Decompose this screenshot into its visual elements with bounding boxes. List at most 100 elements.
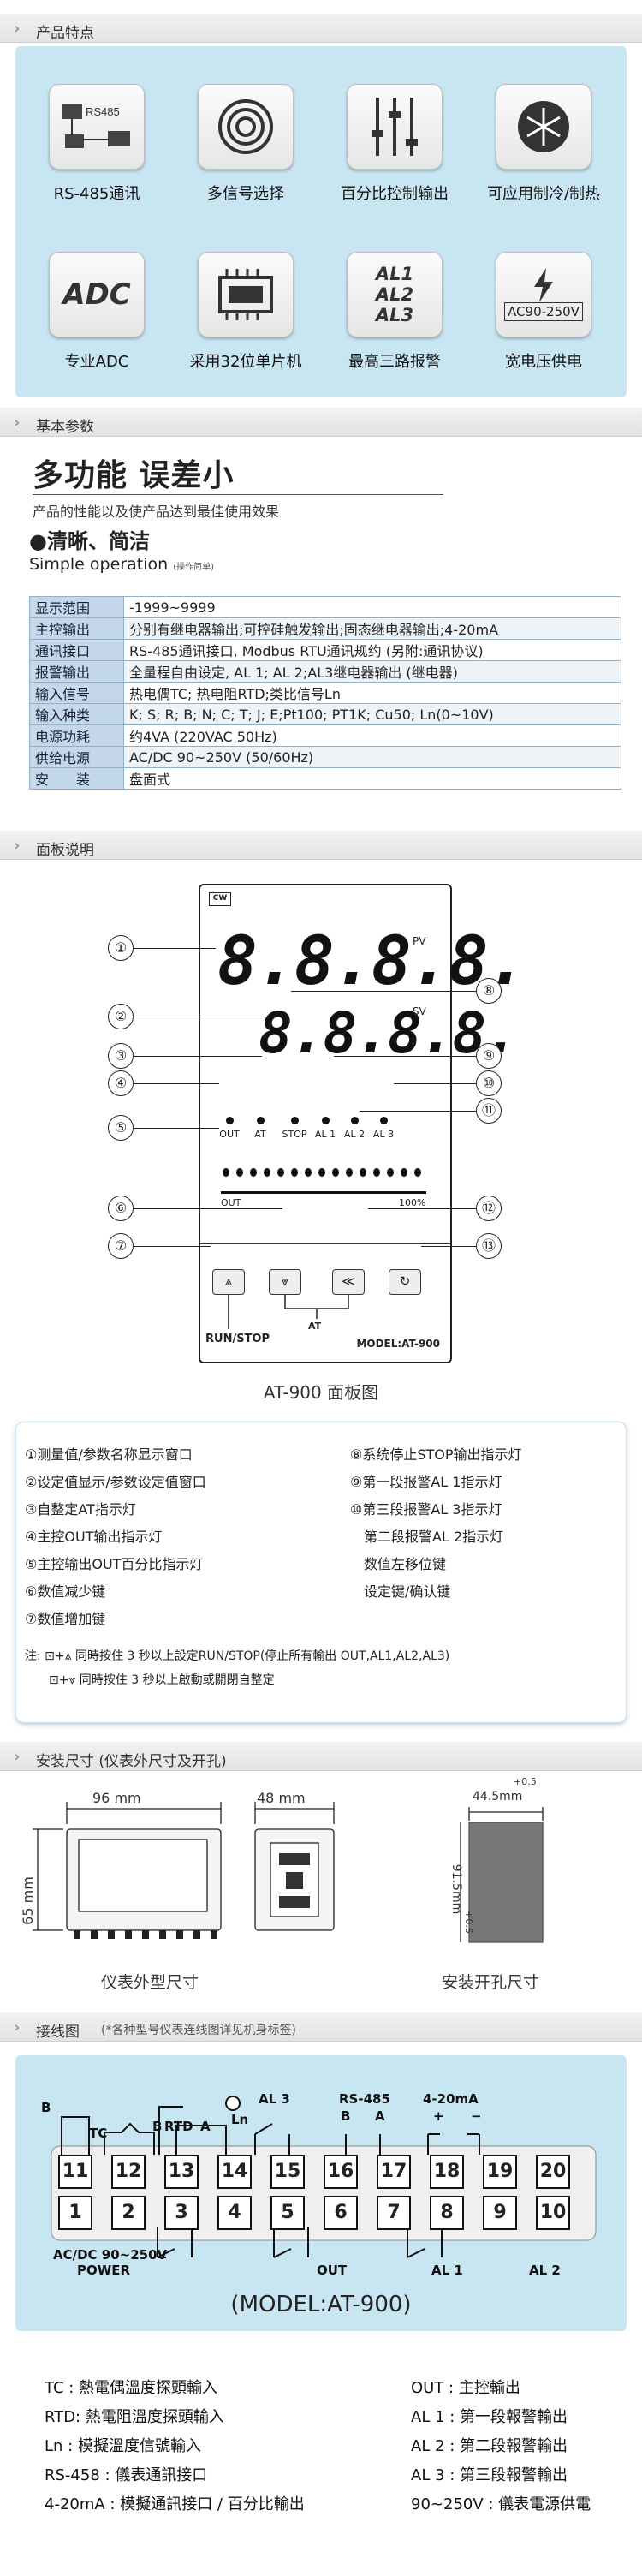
table-row: 安 装盘面式 bbox=[29, 767, 621, 790]
feature-alarms: AL1 AL2 AL3 最高三路报警 bbox=[322, 252, 467, 372]
feature-cool-heat: 可应用制冷/制热 bbox=[471, 84, 616, 204]
terminal-2: 2 bbox=[111, 2196, 146, 2230]
wiring-legend-item: 4-20mA : 模擬通訊接口 / 百分比輸出 bbox=[45, 2496, 305, 2513]
callout-3: ③ bbox=[108, 1043, 134, 1069]
divider bbox=[200, 1243, 450, 1244]
wiring-legend-item: AL 1 : 第一段報警輸出 bbox=[411, 2408, 568, 2426]
label-ln: Ln bbox=[231, 2112, 249, 2127]
terminal-15: 15 bbox=[270, 2155, 305, 2189]
cut-width: 44.5mm bbox=[473, 1790, 523, 1804]
terminal-7: 7 bbox=[377, 2196, 411, 2230]
increase-button[interactable]: ⩓ bbox=[212, 1269, 245, 1295]
section-header-wiring: › 接线图 (*各种型号仪表连线图详见机身标签) bbox=[0, 2012, 642, 2042]
callout-line bbox=[134, 1246, 211, 1247]
terminal-9: 9 bbox=[483, 2196, 517, 2230]
sliders-icon bbox=[347, 84, 443, 170]
legend-note: ⊡+⩔ 同時按住 3 秒以上啟動或關閉自整定 bbox=[25, 1673, 275, 1687]
lightning-icon: AC90-250V bbox=[496, 252, 591, 337]
terminal-3: 3 bbox=[164, 2196, 199, 2230]
callout-11: ⑪ bbox=[476, 1098, 502, 1124]
callout-1: ① bbox=[108, 935, 134, 961]
callout-line bbox=[394, 1083, 476, 1084]
callout-line bbox=[134, 1128, 219, 1129]
cut-height: 91.5mm bbox=[449, 1863, 464, 1915]
feature-label: RS-485通讯 bbox=[53, 185, 140, 203]
set-confirm-button[interactable]: ↻ bbox=[389, 1269, 421, 1295]
legend-item: 设定键/确认键 bbox=[350, 1583, 451, 1600]
section-title: 安装尺寸 (仪表外尺寸及开孔) bbox=[36, 1753, 227, 1770]
led-al3: AL 3 bbox=[370, 1117, 397, 1140]
wiring-legend-item: RS-458 : 儀表通訊接口 bbox=[45, 2466, 208, 2484]
headline: 多功能 误差小 bbox=[33, 458, 235, 493]
label-minus: − bbox=[471, 2108, 482, 2124]
feature-wide-voltage: AC90-250V 宽电压供电 bbox=[471, 252, 616, 372]
callout-13: ⑬ bbox=[476, 1233, 502, 1259]
callout-line bbox=[421, 1246, 476, 1247]
legend-item: ⑧系统停止STOP输出指示灯 bbox=[350, 1446, 522, 1463]
device-model: MODEL:AT-900 bbox=[356, 1338, 440, 1350]
decrease-button[interactable]: ⩔ bbox=[269, 1269, 301, 1295]
callout-6: ⑥ bbox=[108, 1196, 134, 1221]
callout-line bbox=[291, 991, 476, 992]
callout-line bbox=[134, 1056, 262, 1057]
table-row: 报警输出全量程自由设定, AL 1; AL 2;AL3继电器输出 (继电器) bbox=[29, 660, 621, 683]
width-48: 48 mm bbox=[257, 1790, 306, 1806]
pv-display: 8.8.8.8. bbox=[217, 923, 527, 1000]
dimension-drawing bbox=[33, 1802, 544, 1943]
device-front-panel: CW 8.8.8.8. PV 8.8.8.8. SV OUT AT STOP A… bbox=[199, 884, 527, 1363]
section-header-params: › 基本参数 bbox=[0, 408, 642, 437]
snowflake-icon bbox=[496, 84, 591, 170]
table-row: 电源功耗约4VA (220VAC 50Hz) bbox=[29, 724, 621, 747]
bar-scale bbox=[221, 1184, 426, 1194]
led-al1: AL 1 bbox=[312, 1117, 339, 1140]
terminal-14: 14 bbox=[217, 2155, 252, 2189]
callout-9: ⑨ bbox=[476, 1043, 502, 1069]
wiring-legend-item: Ln : 模擬溫度信號輸入 bbox=[45, 2437, 201, 2455]
terminal-1: 1 bbox=[58, 2196, 92, 2230]
section-header-dims: › 安装尺寸 (仪表外尺寸及开孔) bbox=[0, 1742, 642, 1771]
wiring-legend-item: AL 2 : 第二段報警輸出 bbox=[411, 2437, 568, 2455]
table-row: 显示范围-1999~9999 bbox=[29, 596, 621, 618]
divider bbox=[33, 494, 443, 495]
callout-2: ② bbox=[108, 1004, 134, 1029]
callout-line bbox=[368, 1208, 476, 1209]
legend-item: ⑥数值减少键 bbox=[25, 1583, 106, 1600]
callout-4: ④ bbox=[108, 1070, 134, 1096]
terminal-5: 5 bbox=[270, 2196, 305, 2230]
bar-100-label: 100% bbox=[399, 1197, 426, 1208]
height-65: 65 mm bbox=[19, 1876, 36, 1925]
callout-8: ⑧ bbox=[476, 978, 502, 1004]
terminal-11: 11 bbox=[58, 2155, 92, 2189]
feature-label: 百分比控制输出 bbox=[341, 185, 449, 203]
feature-label: 可应用制冷/制热 bbox=[486, 185, 601, 203]
sv-display: 8.8.8.8. bbox=[259, 1000, 519, 1066]
label-b: B bbox=[152, 2119, 163, 2134]
wiring-legend-item: 90~250V : 儀表電源供電 bbox=[411, 2496, 591, 2513]
cutout-dims-caption: 安装开孔尺寸 bbox=[442, 1973, 540, 1992]
table-row: 主控输出分别有继电器输出;可控硅触发输出;固态继电器输出;4-20mA bbox=[29, 617, 621, 640]
label-rtd: RTD bbox=[164, 2119, 193, 2134]
callout-line bbox=[134, 948, 216, 949]
key-combo-lines bbox=[228, 1295, 349, 1329]
section-header-panel: › 面板说明 bbox=[0, 831, 642, 860]
section-title: 面板说明 bbox=[36, 842, 94, 859]
legend-item: ②设定值显示/参数设定值窗口 bbox=[25, 1474, 206, 1490]
outer-dims-caption: 仪表外型尺寸 bbox=[101, 1973, 199, 1992]
sv-label: SV bbox=[413, 1005, 426, 1017]
callout-line bbox=[134, 1083, 219, 1084]
feature-rs485: RS485 RS-485通讯 bbox=[24, 84, 169, 204]
label-b: B bbox=[41, 2100, 51, 2115]
chevron-right-icon: › bbox=[14, 1748, 21, 1766]
wiring-panel: B TC B RTD A Ln AL 3 RS-485 B A 4-20mA +… bbox=[15, 2055, 627, 2331]
section-title: 基本参数 bbox=[36, 419, 94, 436]
legend-item: ⑤主控输出OUT百分比指示灯 bbox=[25, 1556, 204, 1572]
label-tc: TC bbox=[89, 2126, 108, 2141]
cut-height-tol: +0.5 bbox=[462, 1911, 474, 1934]
features-panel: RS485 RS-485通讯 多信号选择 百分比控制输出 可应用制冷/制热 AD… bbox=[15, 46, 627, 397]
terminal-16: 16 bbox=[324, 2155, 358, 2189]
shift-left-button[interactable]: ≪ bbox=[332, 1269, 365, 1295]
simple-operation: Simple operation (操作简单) bbox=[29, 555, 214, 574]
